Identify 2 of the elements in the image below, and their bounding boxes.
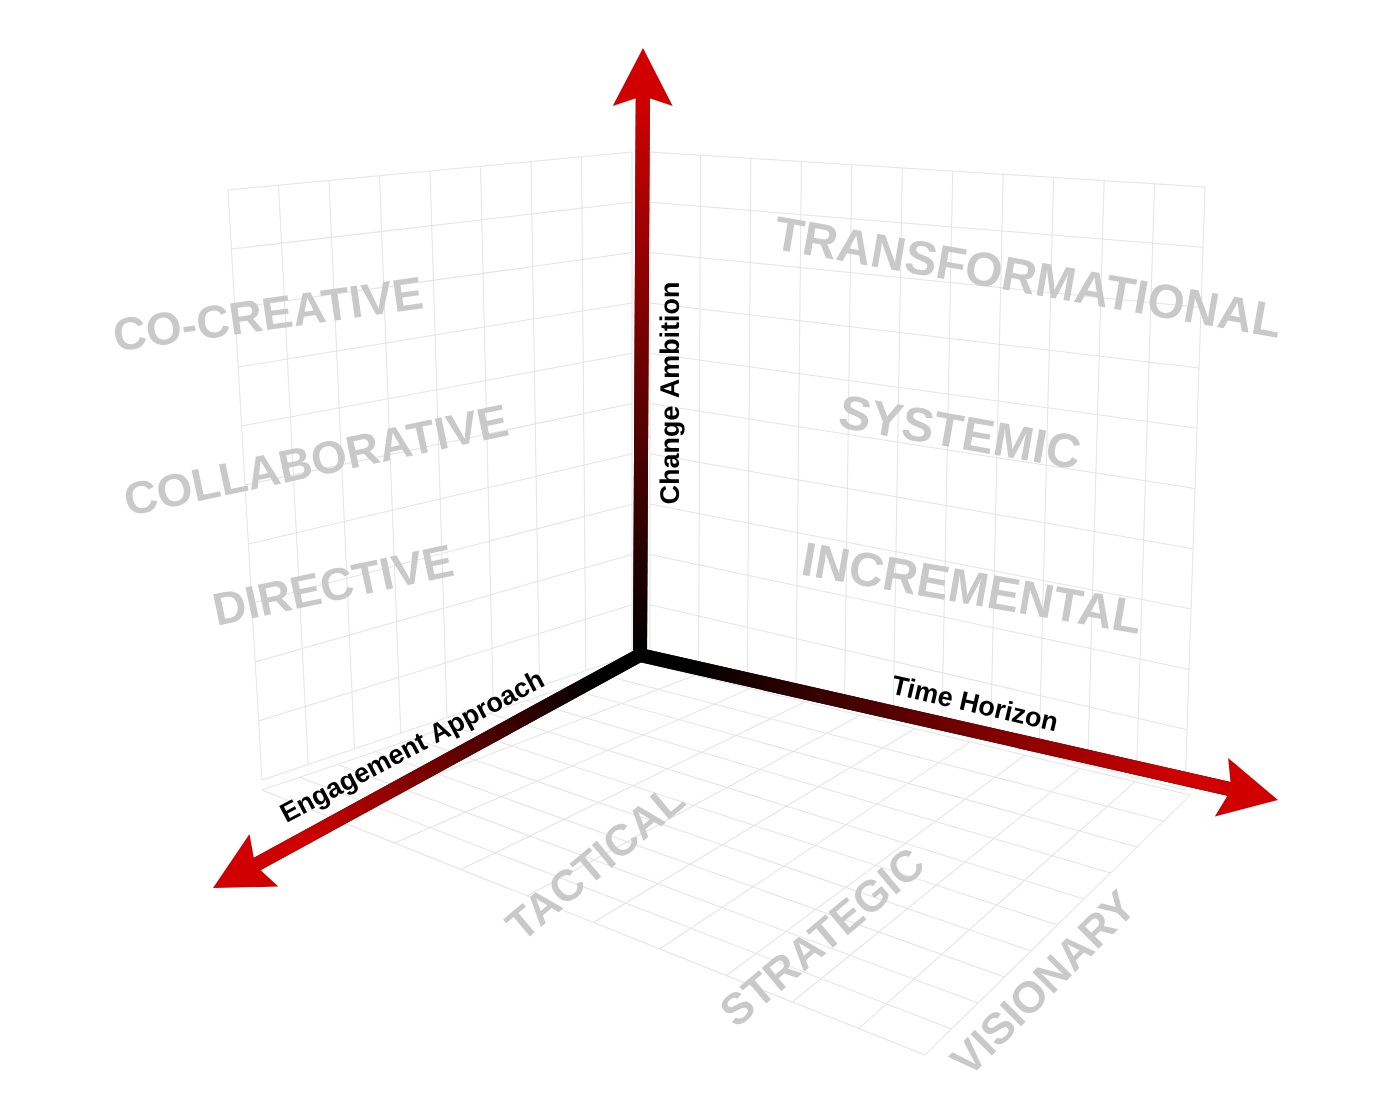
axis-label: Time Horizon (893, 675, 1057, 732)
axis-label: Change Ambition (659, 283, 685, 504)
